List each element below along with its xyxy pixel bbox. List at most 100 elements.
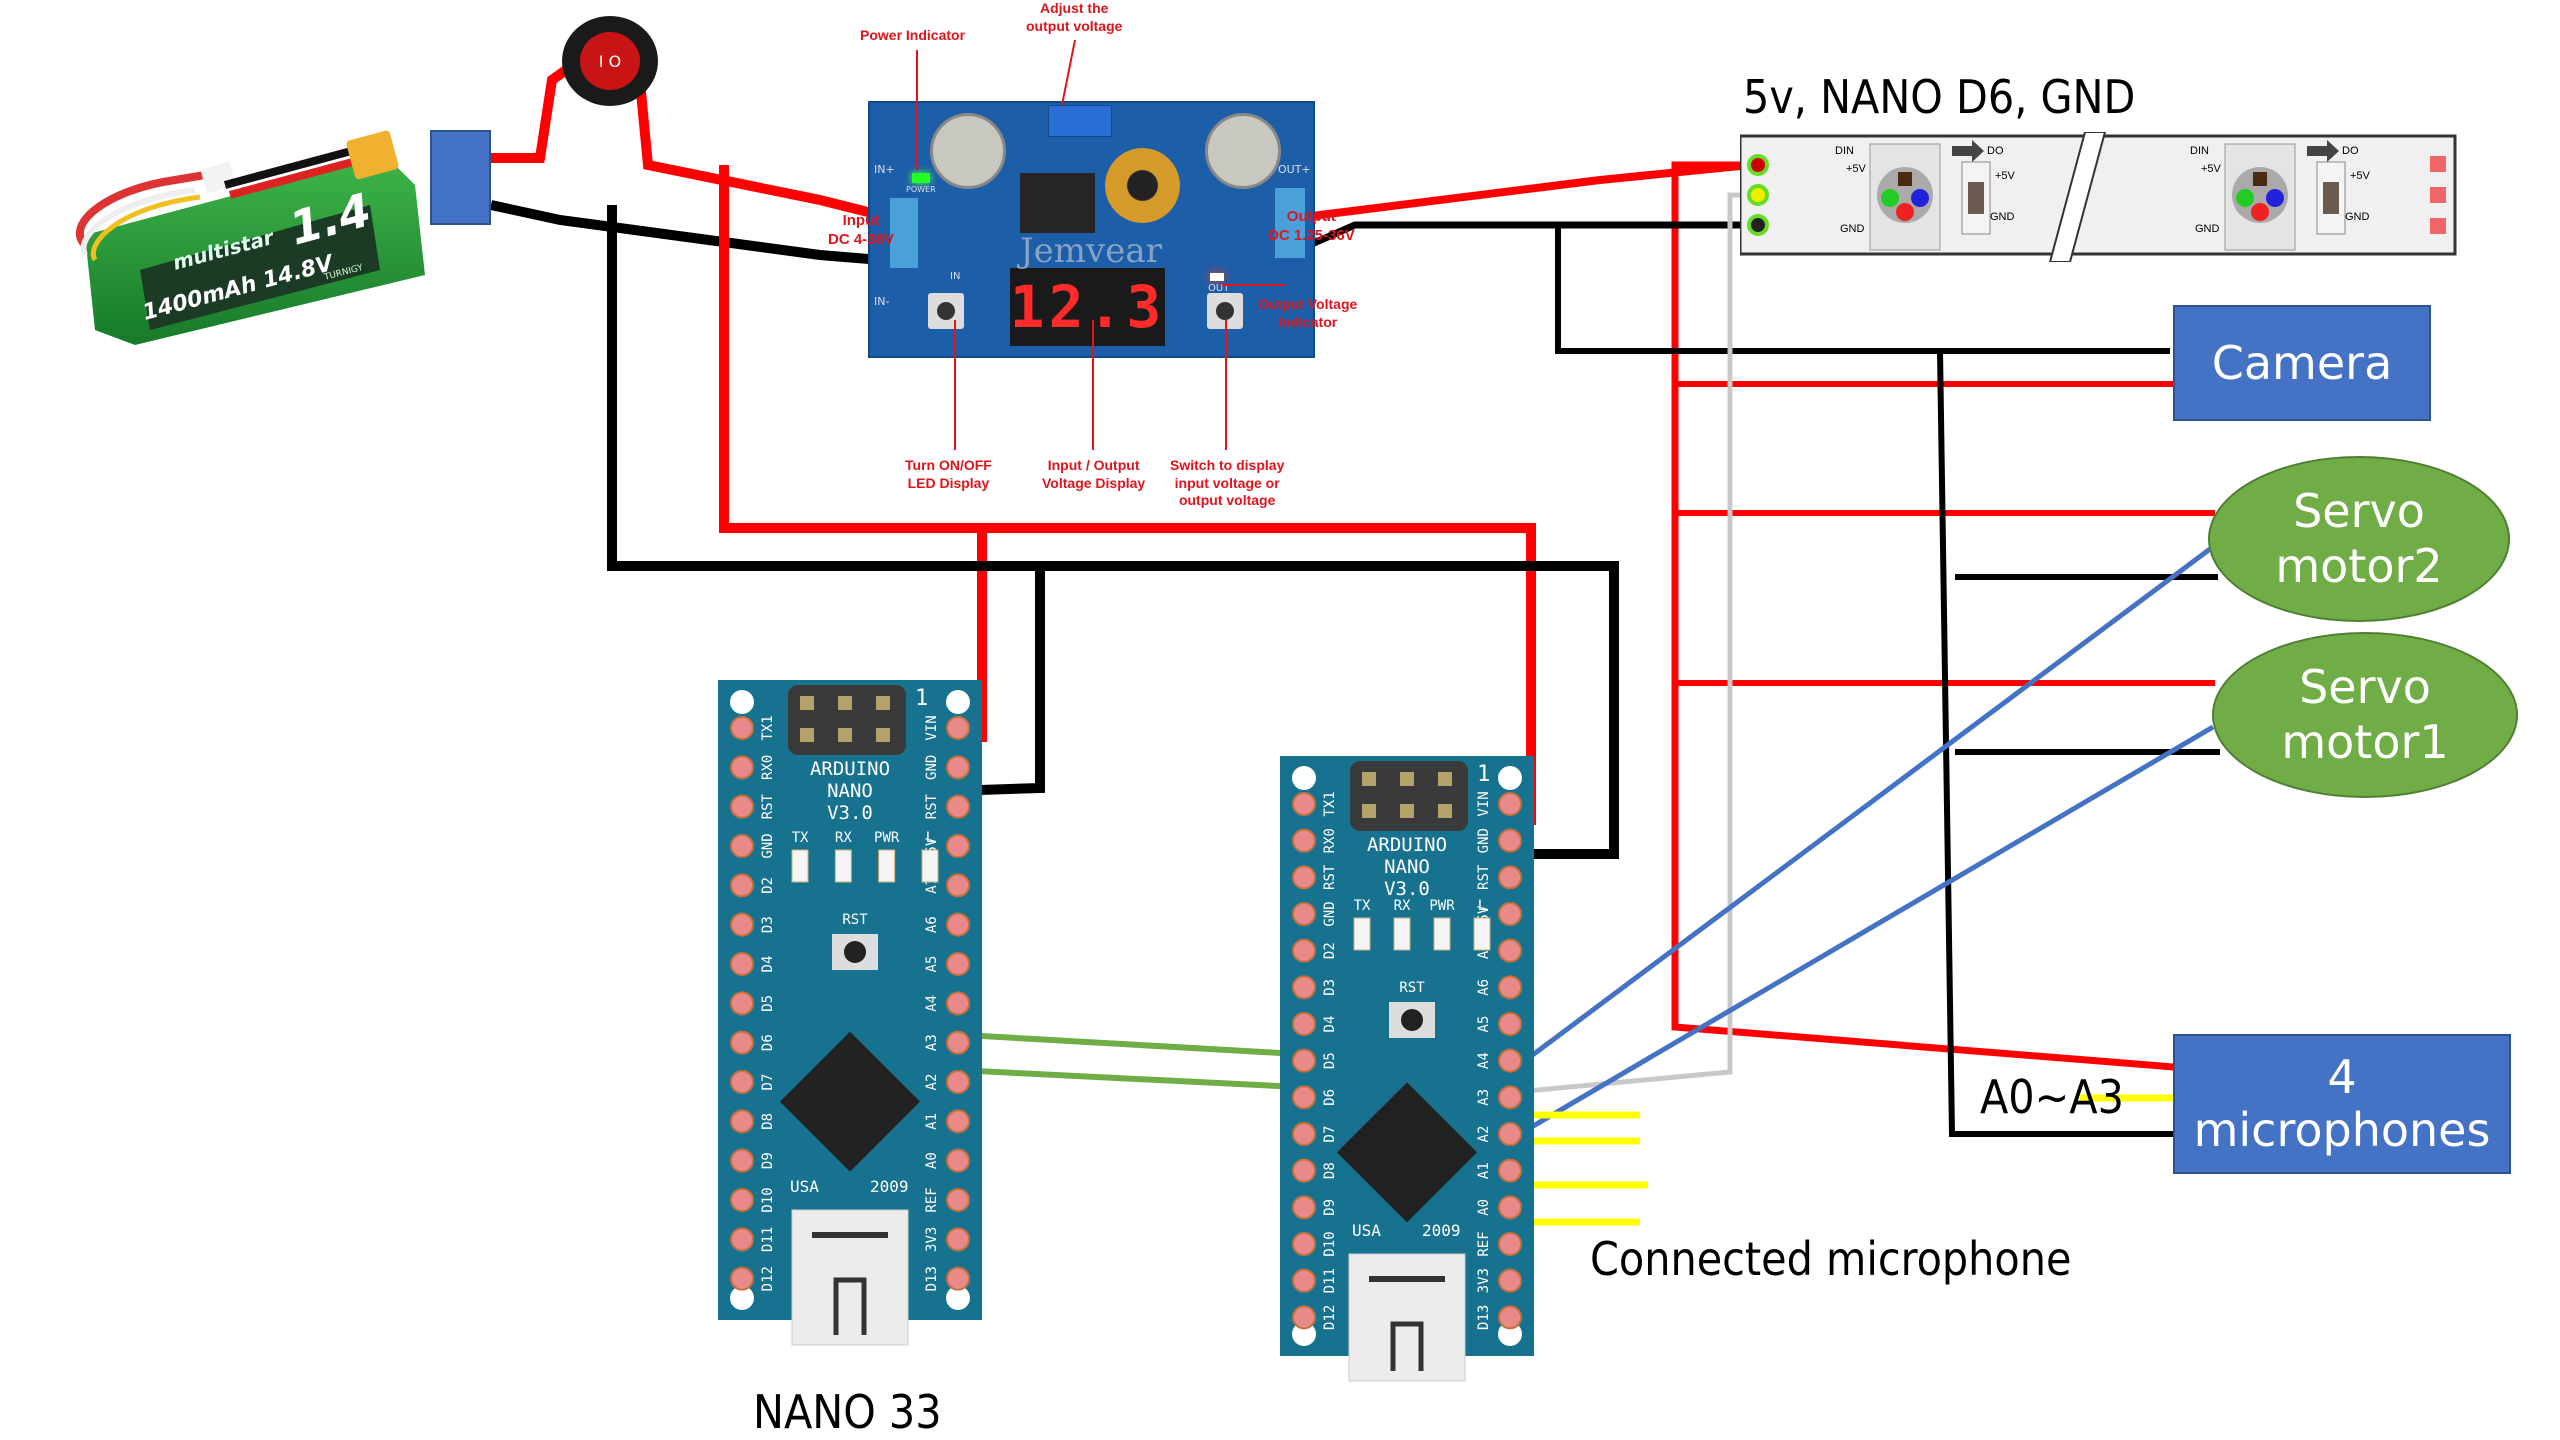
icsp-pin [1362,772,1376,786]
pin-label-A6: A6 [1476,979,1492,996]
usa-label: USA [790,1177,819,1196]
led-chip-2 [2224,140,2346,251]
strip-5v-2: +5V [2201,163,2222,175]
battery-connector [430,130,491,225]
strip-end-pad-1 [2430,156,2446,172]
pin-left-D7 [730,1070,754,1094]
connected-microphone-label: Connected microphone [1590,1232,2072,1286]
switch-glyph: I O [598,51,622,71]
mount-hole [1292,1322,1316,1346]
pin-right-3V3 [946,1227,970,1252]
camera-box: Camera [2173,305,2431,421]
led-label-RX: RX [1394,898,1411,914]
pin-right-A0 [1498,1195,1522,1220]
pin-label-D7: D7 [760,1074,776,1091]
usb-pins [833,1277,867,1335]
pin1-label: 1 [915,686,928,711]
mount-hole [730,1286,754,1310]
pin-right-5V [946,834,970,858]
mcu-chip [780,1031,920,1172]
pin-left-D2 [1292,938,1316,963]
pin-label-RST: RST [1476,864,1492,890]
pin-label-RST: RST [1322,864,1338,890]
pin-right-D13 [1498,1305,1522,1330]
pin-label-D2: D2 [760,877,776,894]
label-output-indicator: Output Voltage Indicator [1258,296,1358,330]
strip-gnd-1: GND [1840,223,1865,235]
pin-left-D7 [1292,1122,1316,1146]
strip-gnd-1b: GND [1990,211,2015,223]
label-output: Output DC 1.25-36V [1268,208,1355,244]
pin-left-D9 [730,1148,754,1173]
pin-left-RX0 [1292,828,1316,853]
strip-pad-5v [1747,154,1769,176]
led-RX [834,849,852,883]
mount-hole [730,690,754,714]
pin-label-D9: D9 [1322,1199,1338,1216]
power-switch[interactable]: I O [562,16,658,106]
pin-left-D8 [730,1109,754,1134]
led-label-L: L [1478,898,1486,914]
strip-do-1: DO [1987,145,2004,157]
label-input: Input DC 4-38V [828,212,894,248]
pin-label-D12: D12 [1322,1305,1338,1330]
icsp-pin [800,696,814,710]
strip-do-2: DO [2342,145,2359,157]
usb-connector [1348,1253,1466,1382]
output-led [1210,273,1224,281]
pin-label-D7: D7 [1322,1126,1338,1143]
pin-label-GND: GND [1476,828,1492,853]
pin-label-D8: D8 [1322,1162,1338,1179]
pin-label-D3: D3 [1322,979,1338,996]
led-onoff-button[interactable] [928,293,964,329]
pin-label-GND: GND [1322,901,1338,926]
pin-label-A0: A0 [1476,1199,1492,1216]
pin-right-3V3 [1498,1268,1522,1293]
pin-left-D10 [1292,1232,1316,1256]
pin-right-A3 [946,1030,970,1055]
pin-right-A6 [1498,975,1522,1000]
led-label-PWR: PWR [1429,898,1455,914]
wire-power-battery-switch [491,65,569,163]
pcb-power: POWER [906,185,936,194]
wire-ground-buck-strip [1296,221,1750,254]
nano1-caption: NANO 33 [753,1385,942,1439]
pin-label-TX1: TX1 [760,715,776,740]
pin-right-RST [1498,865,1522,890]
strip-gnd-2: GND [2195,223,2220,235]
led-label-PWR: PWR [874,830,900,846]
label-io-display: Input / Output Voltage Display [1042,457,1146,491]
rst-label: RST [842,912,868,928]
pin-label-D8: D8 [760,1113,776,1130]
rst-label: RST [1399,980,1425,996]
pin-label-GND: GND [760,833,776,858]
nano2-board: 1ARDUINONANOV3.0TX1RX0RSTGNDD2D3D4D5D6D7… [1280,756,1534,1382]
led-label-TX: TX [1354,898,1371,914]
buck-converter: 12.3 IN+ IN- OUT+ POWER IN OUT Jemvear [868,101,1315,358]
strip-break [2048,132,2107,262]
pin-right-A1 [1498,1158,1522,1183]
pin-label-A2: A2 [1476,1126,1492,1143]
led-PWR [1433,917,1451,951]
pin-label-RST: RST [924,793,940,819]
servo1-label: Servo motor1 [2281,659,2449,769]
board-title-line: NANO [827,780,873,802]
pin-label-GND: GND [924,755,940,780]
pin-label-A1: A1 [924,1113,940,1130]
mount-hole [946,690,970,714]
potentiometer[interactable] [1048,105,1112,137]
pin-right-REF [1498,1232,1522,1256]
pin-left-D12 [1292,1305,1316,1330]
pin-label-VIN: VIN [924,715,940,740]
pin-label-A4: A4 [924,995,940,1012]
pin-label-A3: A3 [1476,1089,1492,1106]
pin-label-D6: D6 [1322,1089,1338,1106]
led-label-TX: TX [792,830,809,846]
pin-label-REF: REF [1476,1231,1492,1256]
pcb-in-minus: IN- [874,295,890,308]
led-strip-label: 5v, NANO D6, GND [1743,70,2136,124]
pin-label-D6: D6 [760,1034,776,1051]
pin-left-D4 [730,952,754,976]
